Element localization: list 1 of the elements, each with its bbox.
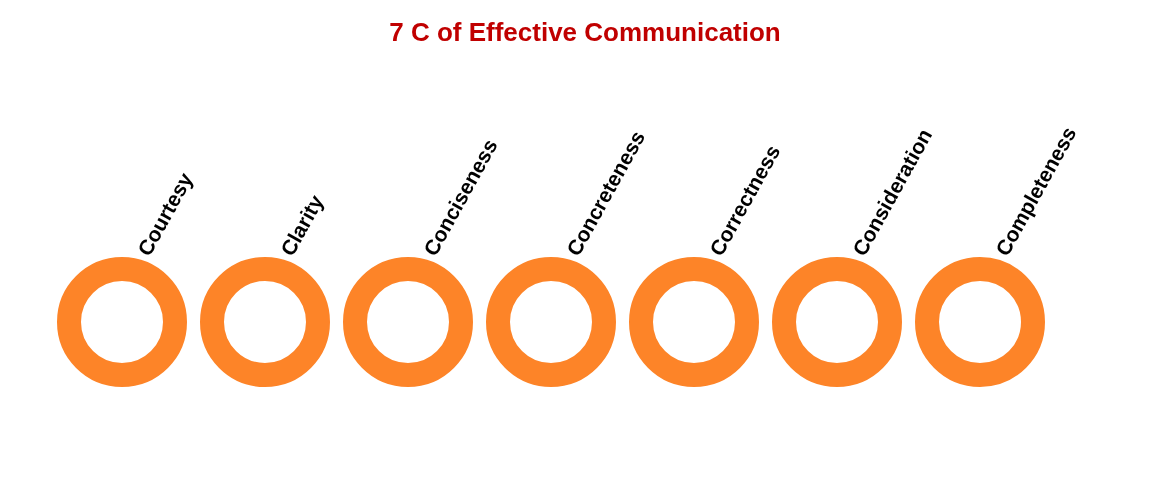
diagram-title: 7 C of Effective Communication: [389, 16, 781, 49]
